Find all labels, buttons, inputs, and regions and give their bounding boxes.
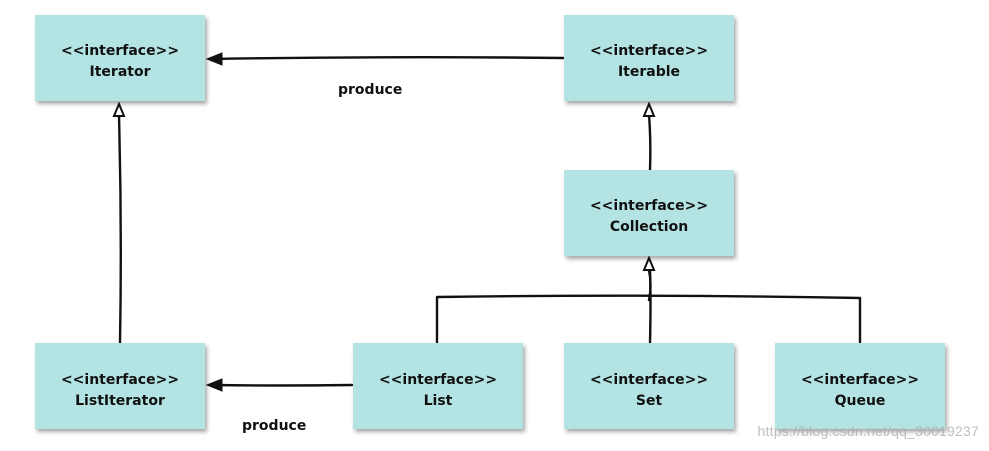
node-name: Queue: [835, 393, 886, 409]
node-iterable: <<interface>> Iterable: [564, 15, 734, 101]
node-set: <<interface>> Set: [564, 343, 734, 429]
node-name: Collection: [610, 219, 688, 235]
node-stereotype: <<interface>>: [590, 43, 708, 59]
node-name: Iterable: [618, 64, 680, 80]
inheritance-edge-listiterator-iterator: [117, 114, 122, 345]
node-list: <<interface>> List: [353, 343, 523, 429]
produce-edge-iterable-iterator: [210, 56, 565, 61]
produce-edge-list-listiterator: [210, 383, 354, 387]
node-listiterator: <<interface>> ListIterator: [35, 343, 205, 429]
node-stereotype: <<interface>>: [61, 43, 179, 59]
watermark-text: https://blog.csdn.net/qq_30019237: [757, 423, 979, 439]
edges: [112, 52, 862, 392]
inheritance-edge-children-collection: [435, 294, 862, 345]
node-collection: <<interface>> Collection: [564, 170, 734, 256]
node-stereotype: <<interface>>: [590, 372, 708, 388]
node-stereotype: <<interface>>: [61, 372, 179, 388]
node-stereotype: <<interface>>: [379, 372, 497, 388]
filled-arrowhead-icon: [205, 378, 223, 392]
inheritance-edge-collection-iterable: [647, 113, 652, 172]
node-name: Iterator: [90, 64, 151, 80]
produce-label: produce: [242, 418, 306, 434]
hollow-triangle-icon: [642, 101, 656, 117]
hollow-triangle-icon: [642, 255, 656, 271]
node-name: Set: [636, 393, 663, 409]
node-stereotype: <<interface>>: [801, 372, 919, 388]
inheritance-edge-trunk: [647, 268, 652, 302]
node-name: List: [424, 393, 453, 409]
node-stereotype: <<interface>>: [590, 198, 708, 214]
node-queue: <<interface>> Queue: [775, 343, 945, 429]
filled-arrowhead-icon: [205, 52, 223, 66]
node-iterator: <<interface>> Iterator: [35, 15, 205, 101]
node-name: ListIterator: [75, 393, 165, 409]
hollow-triangle-icon: [112, 101, 126, 117]
produce-label: produce: [338, 82, 402, 98]
